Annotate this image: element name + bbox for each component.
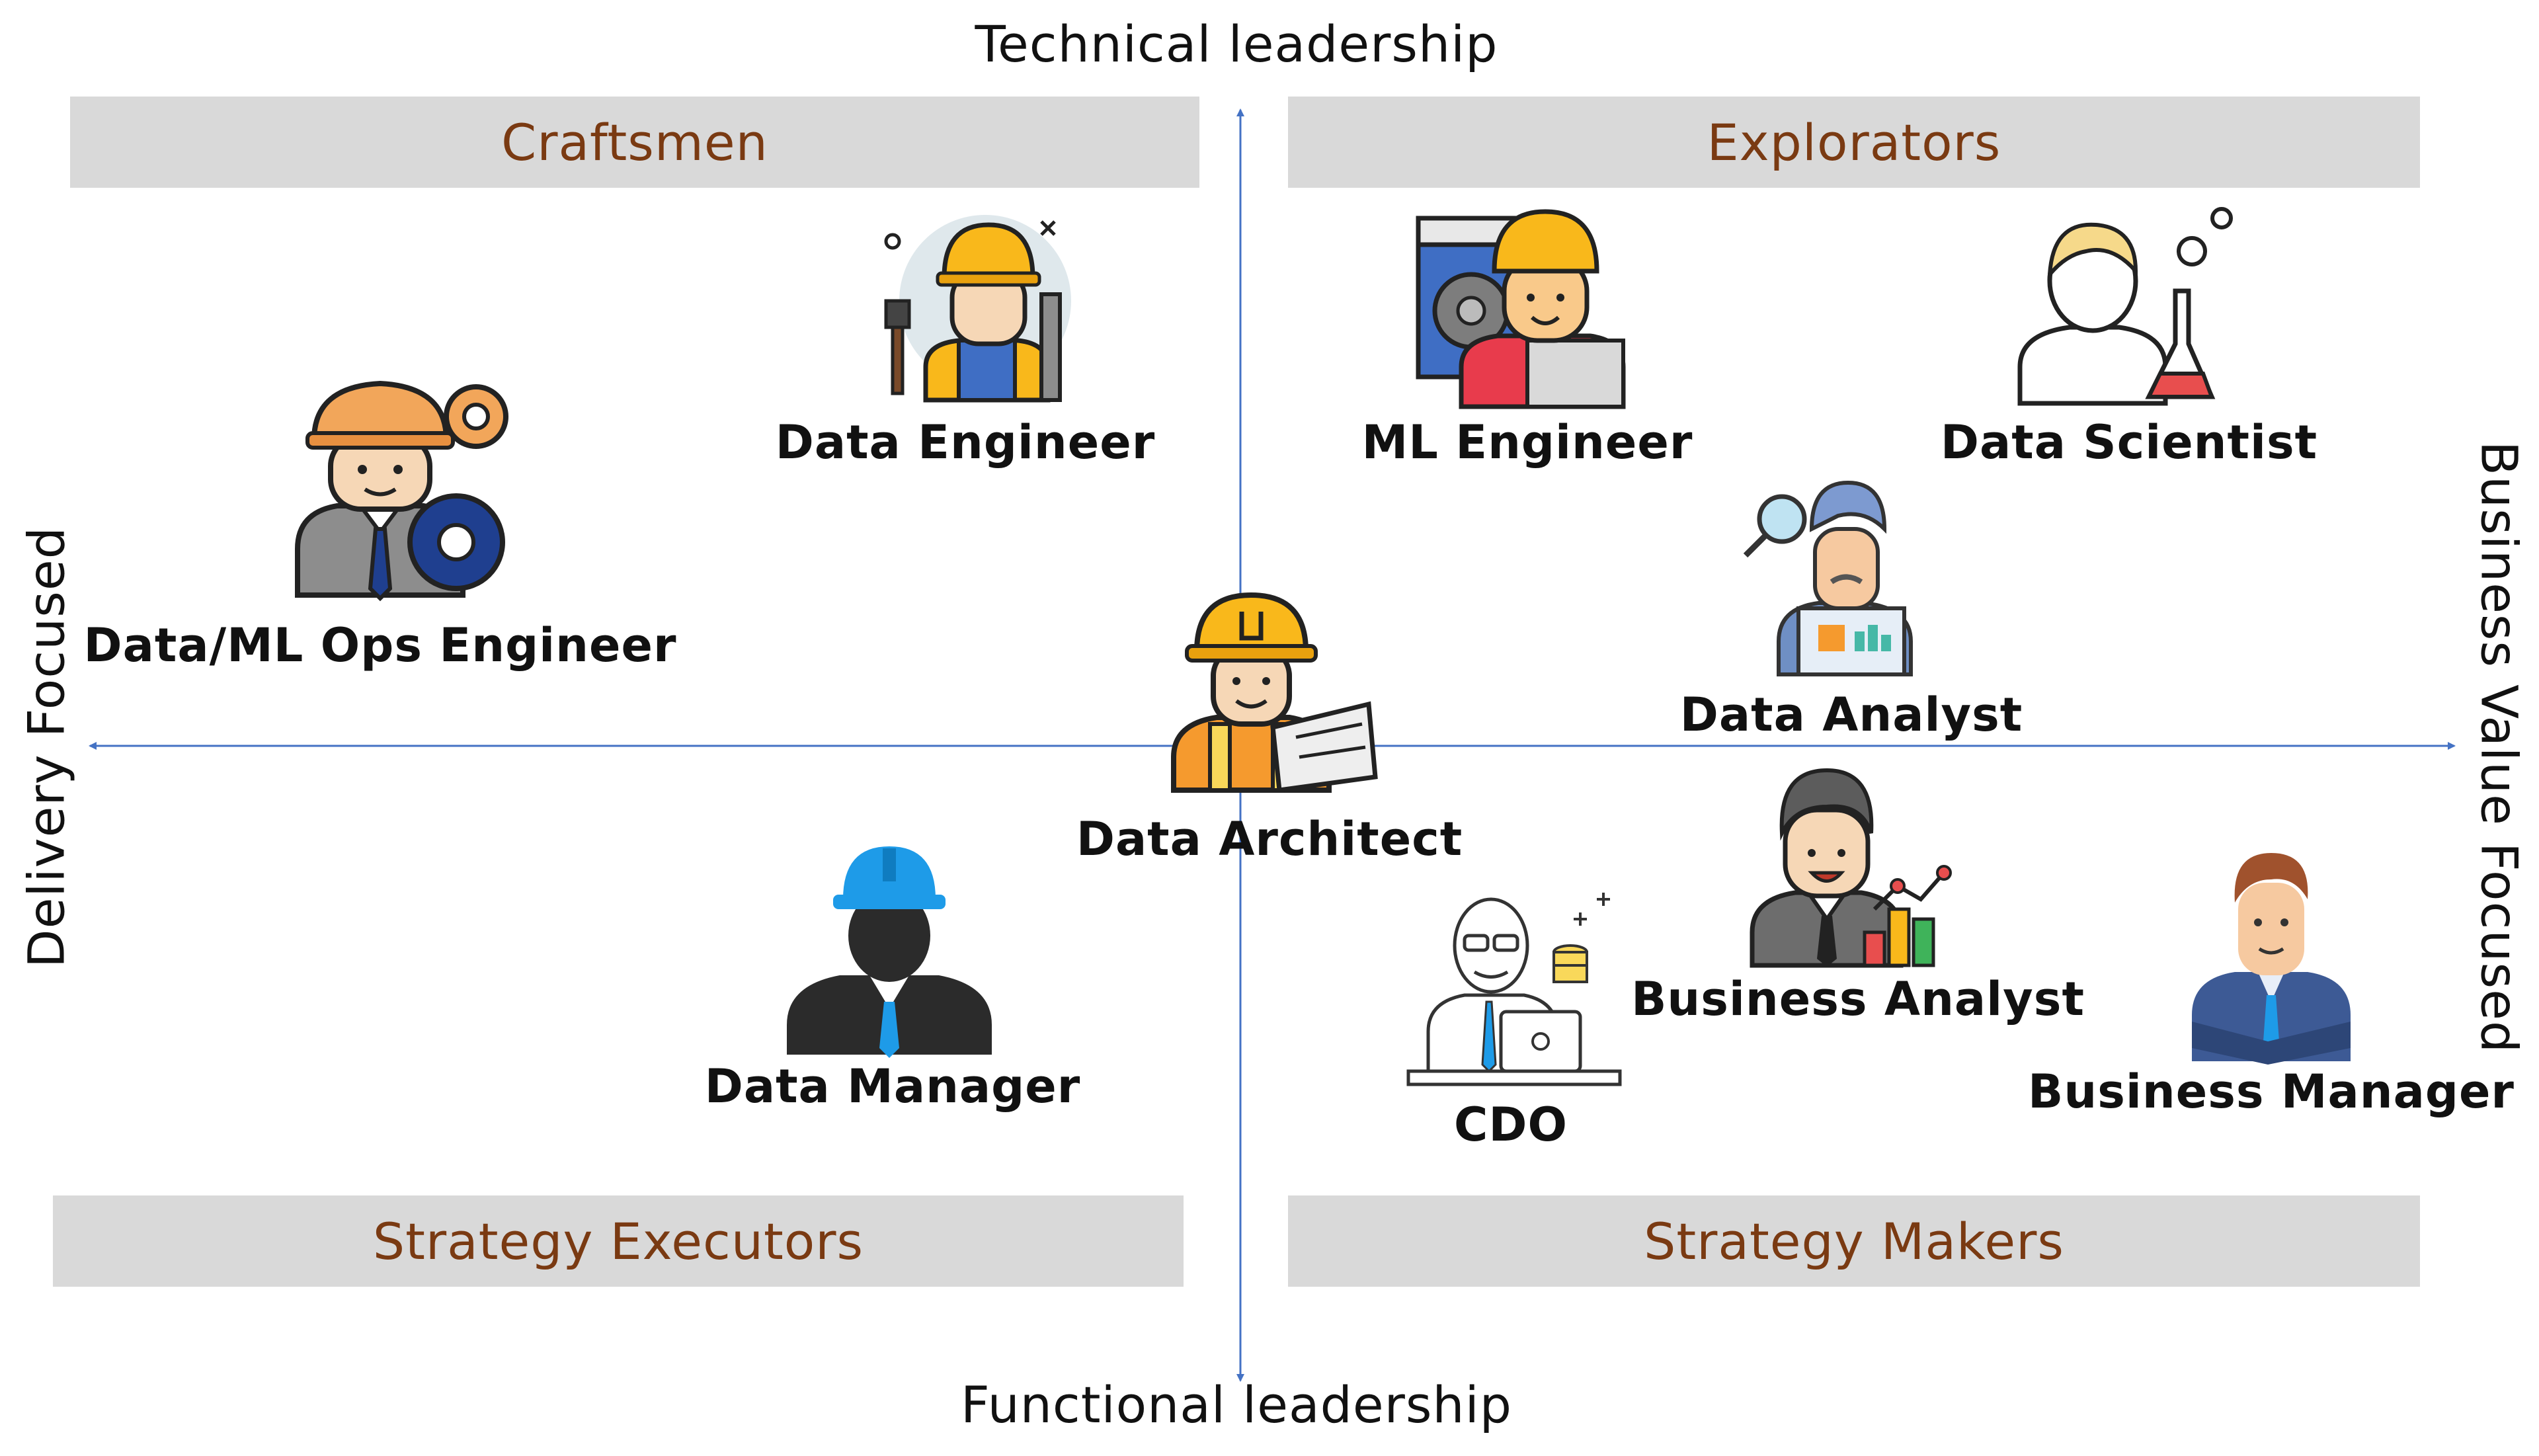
data-manager-icon (787, 846, 992, 1058)
data-architect-icon (1171, 592, 1378, 793)
label-data-ml-ops-engineer: Data/ML Ops Engineer (83, 618, 677, 672)
data-analyst-icon (1743, 480, 1913, 676)
label-data-scientist: Data Scientist (1940, 415, 2318, 469)
label-data-analyst: Data Analyst (1679, 688, 2023, 742)
banner-strategy-makers: Strategy Makers (1288, 1195, 2420, 1287)
banner-explorators: Explorators (1288, 97, 2420, 188)
axis-label-functional-leadership: Functional leadership (961, 1375, 1512, 1434)
banner-explorators-label: Explorators (1707, 112, 2001, 172)
axis-label-business-value-focused: Business Value Focused (2470, 440, 2529, 1054)
label-data-engineer: Data Engineer (775, 415, 1156, 469)
ml-engineer-icon (1416, 209, 1626, 409)
label-cdo: CDO (1454, 1098, 1568, 1152)
data-engineer-icon (884, 215, 1071, 403)
axis-label-technical-leadership: Technical leadership (975, 15, 1498, 73)
cdo-icon (1406, 893, 1622, 1086)
label-ml-engineer: ML Engineer (1361, 415, 1693, 469)
label-business-analyst: Business Analyst (1631, 972, 2085, 1026)
banner-strategy-executors-label: Strategy Executors (372, 1211, 864, 1271)
banner-strategy-makers-label: Strategy Makers (1644, 1211, 2064, 1271)
business-analyst-icon (1750, 768, 1952, 968)
axis-label-delivery-focused: Delivery Focused (17, 526, 76, 968)
banner-craftsmen-label: Craftsmen (501, 112, 768, 172)
data-scientist-icon (2017, 207, 2233, 406)
business-manager-icon (2192, 853, 2351, 1065)
label-business-manager: Business Manager (2028, 1065, 2515, 1119)
banner-strategy-executors: Strategy Executors (53, 1195, 1184, 1287)
label-data-manager: Data Manager (704, 1059, 1081, 1113)
label-data-architect: Data Architect (1076, 812, 1463, 866)
banner-craftsmen: Craftsmen (70, 97, 1199, 188)
ops-engineer-icon (295, 380, 508, 602)
